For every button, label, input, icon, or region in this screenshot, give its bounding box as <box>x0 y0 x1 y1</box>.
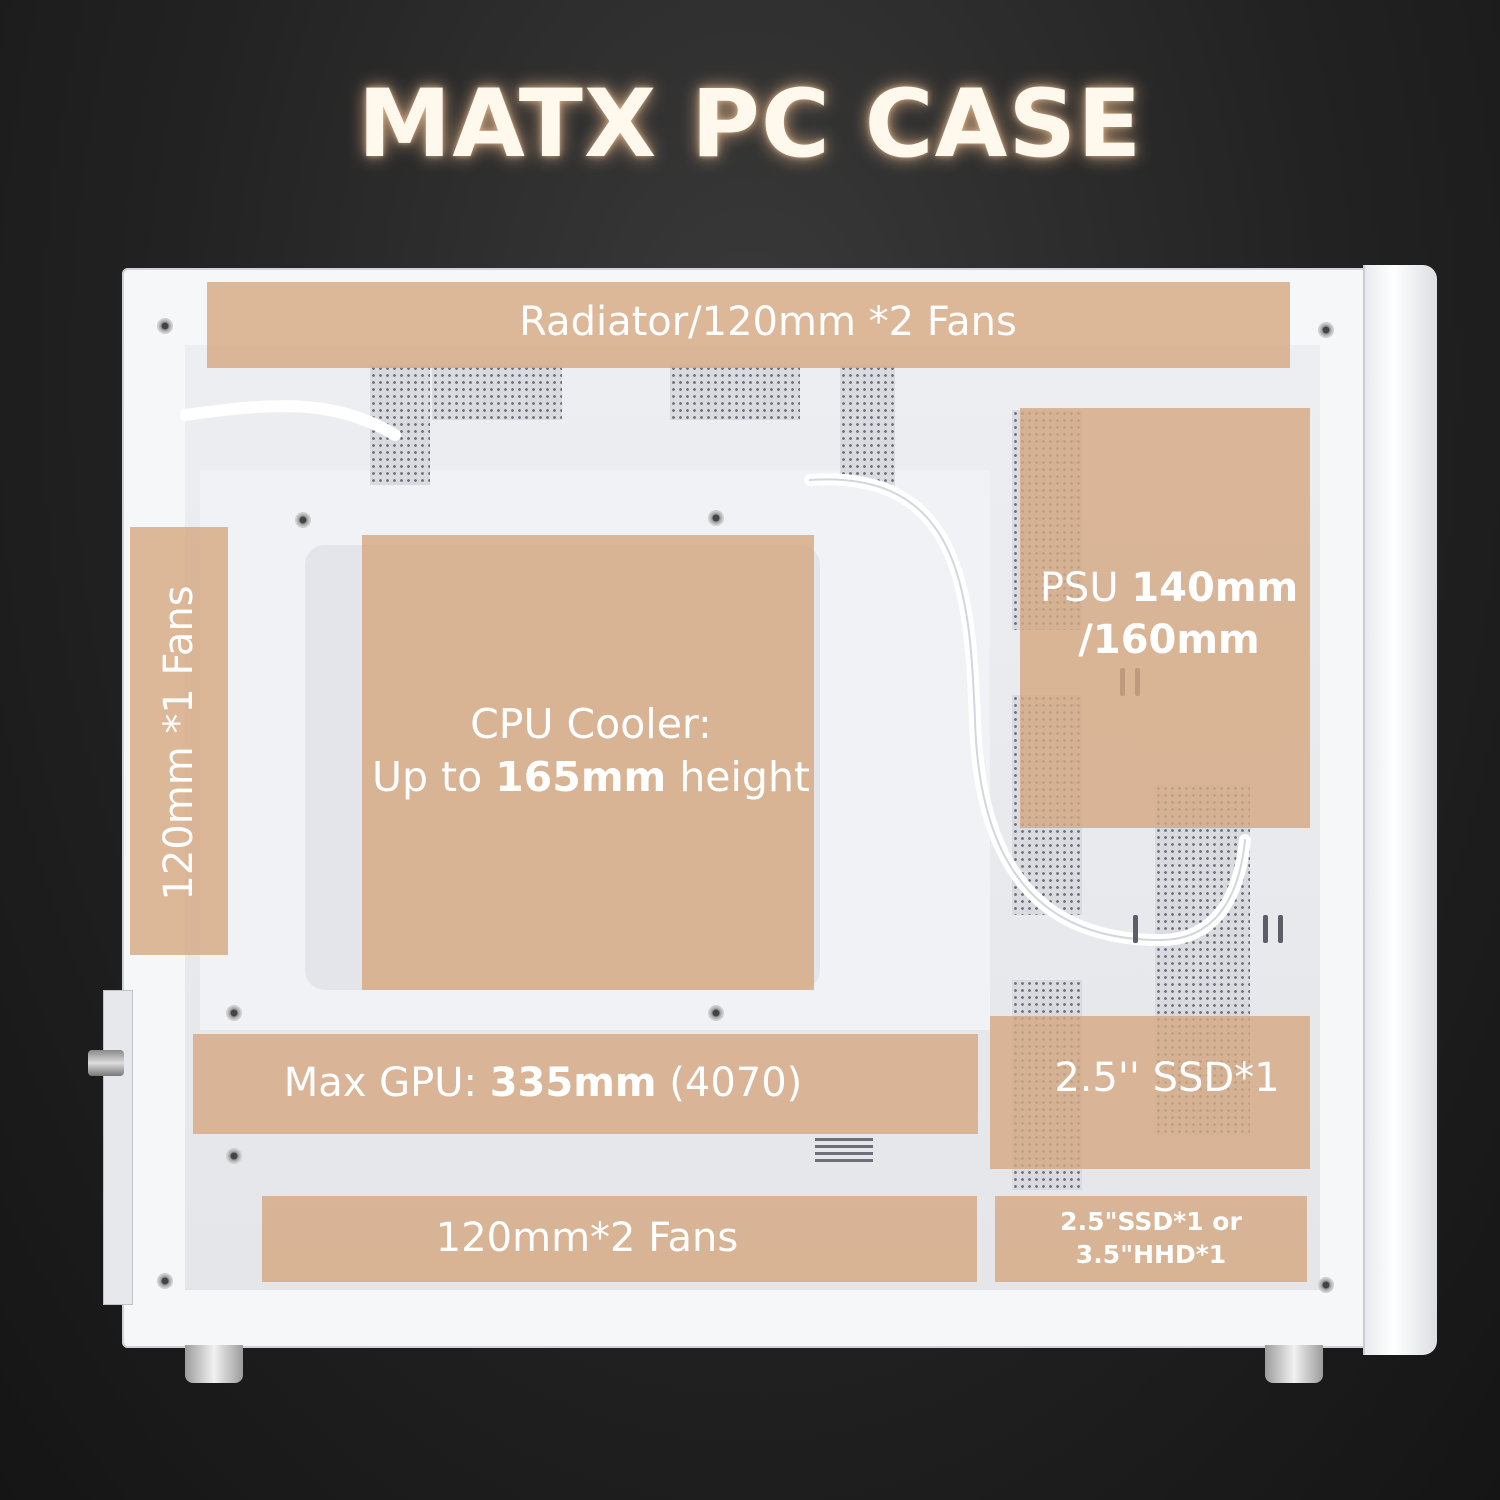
thumb-screw <box>88 1050 124 1076</box>
expansion-bracket <box>103 990 133 1305</box>
case-foot <box>1265 1345 1323 1383</box>
top-vent-left <box>432 365 562 420</box>
screw <box>295 512 311 528</box>
gpu-zone <box>193 1034 978 1134</box>
vent-slot <box>1263 915 1268 943</box>
screw <box>226 1005 242 1021</box>
cpu-cooler-line2: Up to 165mm height <box>371 753 811 802</box>
drive-bay-zone <box>995 1196 1307 1282</box>
top-vent-right <box>670 365 800 420</box>
bottom-fans-label: 120mm*2 Fans <box>435 1215 739 1261</box>
top-vent-far-right <box>840 365 895 485</box>
bottom-fans-zone <box>262 1196 977 1282</box>
ssd-zone <box>990 1016 1310 1169</box>
psu-line1: PSU 140mm <box>1039 565 1299 611</box>
psu-zone <box>1020 408 1310 828</box>
power-cable <box>180 400 401 441</box>
gpu-label: Max GPU: 335mm (4070) <box>283 1060 803 1106</box>
front-panel <box>1365 265 1437 1355</box>
top-radiator-label: Radiator/120mm *2 Fans <box>519 299 1017 345</box>
side-fan-zone <box>130 527 228 955</box>
drive-bay-line1: 2.5"SSD*1 or <box>1060 1207 1242 1236</box>
screw <box>708 1005 724 1021</box>
screw <box>226 1148 242 1164</box>
vent-slot <box>1133 915 1138 943</box>
ssd-label: 2.5'' SSD*1 <box>1054 1055 1280 1101</box>
top-radiator-zone <box>207 282 1290 368</box>
screw <box>157 318 173 334</box>
case-foot <box>185 1345 243 1383</box>
side-fan-label: 120mm *1 Fans <box>156 585 202 901</box>
screw <box>708 510 724 526</box>
cpu-cooler-label: CPU Cooler: Up to 165mm height <box>362 698 820 805</box>
psu-line2: /160mm <box>1078 617 1260 663</box>
vent-slot <box>1278 915 1283 943</box>
cpu-cooler-line1: CPU Cooler: <box>470 700 712 748</box>
screw <box>1318 1277 1334 1293</box>
psu-label: PSU 140mm /160mm <box>1020 562 1318 666</box>
page-title: MATX PC CASE <box>357 70 1143 179</box>
drive-bay-label: 2.5"SSD*1 or 3.5"HHD*1 <box>995 1206 1307 1271</box>
cpu-cooler-zone <box>362 535 814 990</box>
screw <box>1318 322 1334 338</box>
drive-bay-line2: 3.5"HHD*1 <box>1075 1239 1227 1269</box>
grill-lines <box>815 1138 873 1162</box>
front-io-cable <box>804 473 1251 947</box>
screw <box>157 1273 173 1289</box>
